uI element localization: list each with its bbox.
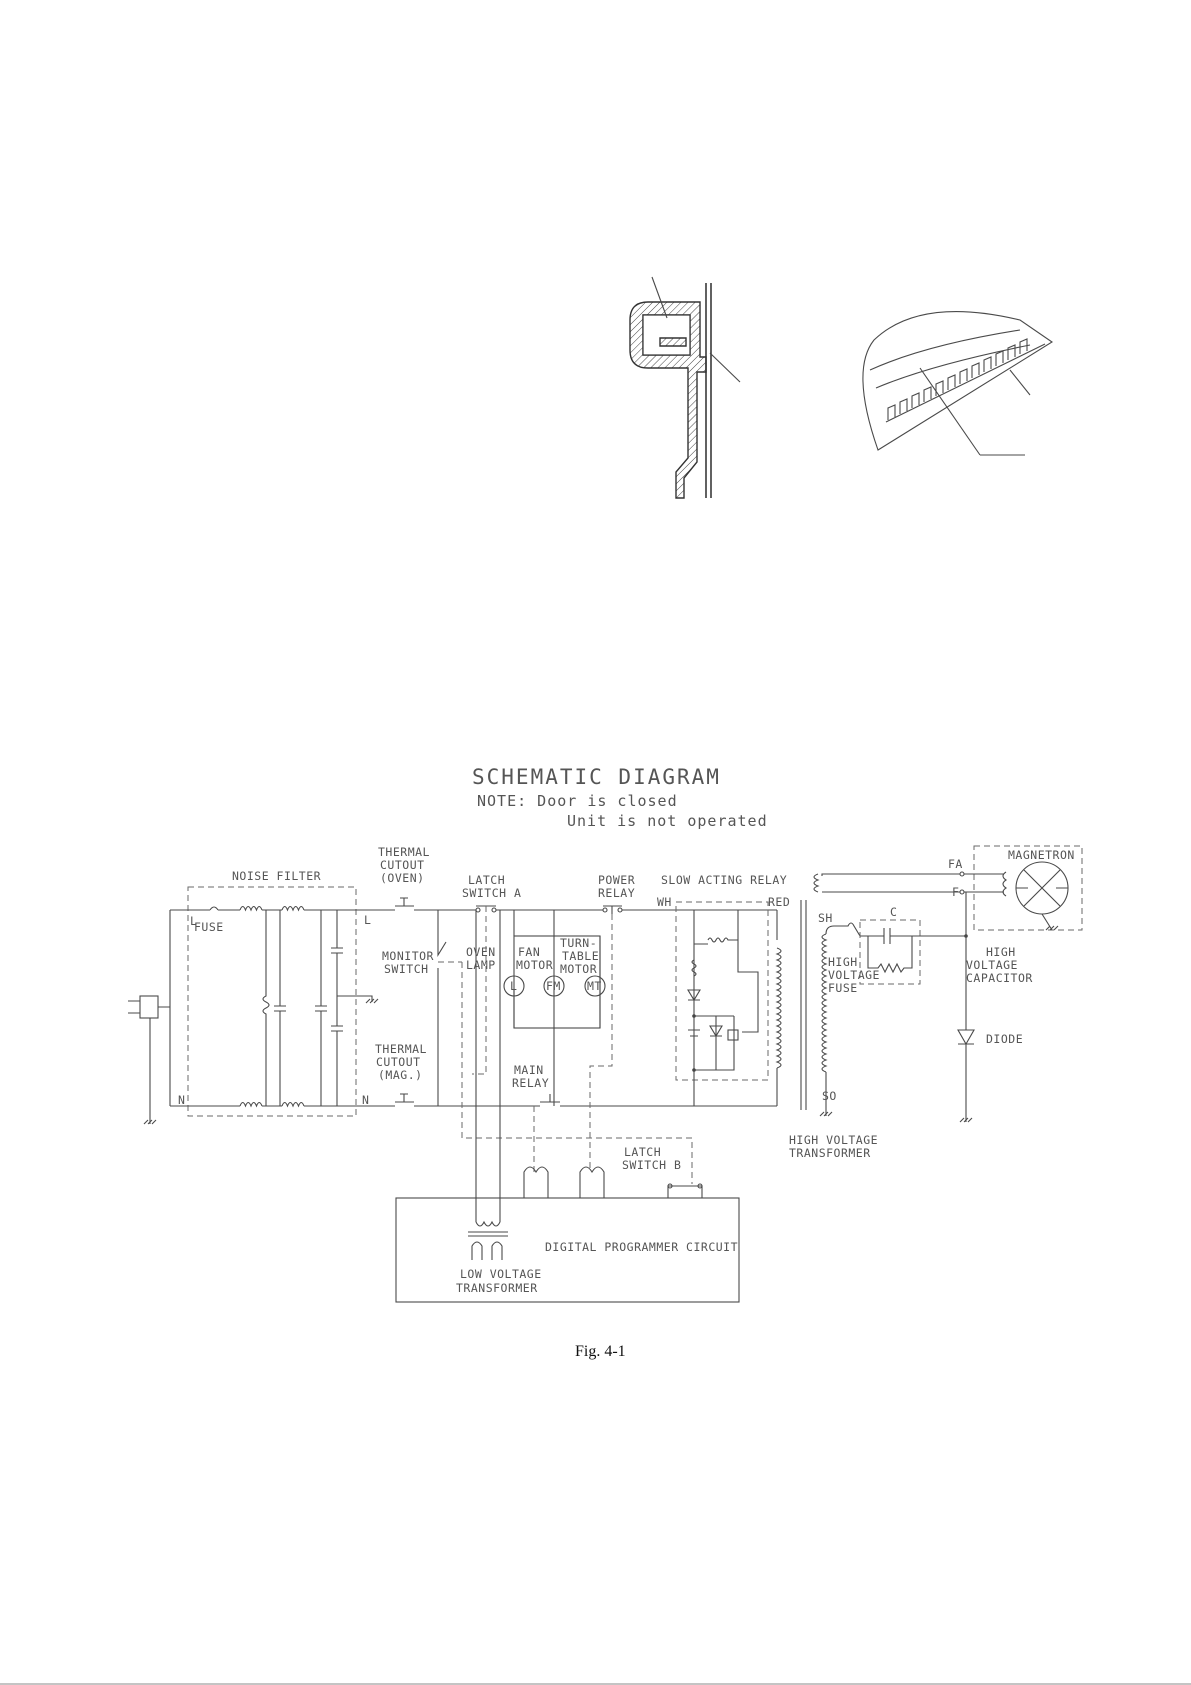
svg-text:RED: RED xyxy=(768,895,790,909)
svg-text:(MAG.): (MAG.) xyxy=(378,1068,423,1082)
l-left-label: L xyxy=(190,914,197,928)
svg-text:HIGH: HIGH xyxy=(828,955,858,969)
svg-text:TRANSFORMER: TRANSFORMER xyxy=(456,1281,538,1295)
svg-text:TABLE: TABLE xyxy=(562,949,599,963)
svg-text:VOLTAGE: VOLTAGE xyxy=(966,958,1018,972)
n-right-label: N xyxy=(362,1093,369,1107)
svg-text:SWITCH A: SWITCH A xyxy=(462,886,521,900)
high-voltage-fuse: HIGH VOLTAGE FUSE xyxy=(828,922,880,995)
svg-text:LAMP: LAMP xyxy=(466,958,496,972)
latch-switch-a: LATCH SWITCH A xyxy=(462,873,521,1075)
high-voltage-transformer: SH SO HIGH VOLTAGE TRANSFORMER xyxy=(789,873,960,1160)
svg-text:HIGH VOLTAGE: HIGH VOLTAGE xyxy=(789,1133,878,1147)
svg-text:(OVEN): (OVEN) xyxy=(380,871,425,885)
svg-text:L: L xyxy=(510,979,517,993)
svg-text:VOLTAGE: VOLTAGE xyxy=(828,968,880,982)
load-branch: OVEN LAMP FAN MOTOR TURN- TABLE MOTOR L … xyxy=(466,910,606,1106)
svg-text:MONITOR: MONITOR xyxy=(382,949,434,963)
svg-text:LATCH: LATCH xyxy=(468,873,505,887)
svg-text:RELAY: RELAY xyxy=(512,1076,549,1090)
svg-text:TRANSFORMER: TRANSFORMER xyxy=(789,1146,871,1160)
note-line-1: NOTE: Door is closed xyxy=(477,792,678,810)
high-voltage-capacitor: C HIGH VOLTAGE CAPACITOR xyxy=(859,905,1033,985)
monitor-switch: MONITOR SWITCH xyxy=(382,910,462,1106)
svg-text:FA: FA xyxy=(948,857,963,871)
svg-text:LATCH: LATCH xyxy=(624,1145,661,1159)
svg-text:FM: FM xyxy=(546,979,561,993)
magnetron: MAGNETRON FA F xyxy=(948,845,1083,931)
noise-filter: NOISE FILTER FUSE L N L N xyxy=(169,869,379,1117)
svg-text:HIGH: HIGH xyxy=(986,945,1016,959)
svg-text:TURN-: TURN- xyxy=(560,936,597,950)
svg-text:SO: SO xyxy=(822,1089,837,1103)
power-relay: POWER RELAY xyxy=(589,873,635,1172)
svg-text:F: F xyxy=(952,885,959,899)
choke-teeth xyxy=(885,338,1046,423)
svg-text:C: C xyxy=(890,905,897,919)
svg-text:LOW VOLTAGE: LOW VOLTAGE xyxy=(460,1267,542,1281)
svg-text:THERMAL: THERMAL xyxy=(375,1042,427,1056)
svg-text:MAIN: MAIN xyxy=(514,1063,544,1077)
svg-text:SH: SH xyxy=(818,911,833,925)
svg-text:THERMAL: THERMAL xyxy=(378,845,430,859)
turntable-motor-icon xyxy=(584,975,606,997)
svg-text:RELAY: RELAY xyxy=(598,886,635,900)
diode: DIODE xyxy=(957,892,1023,1123)
svg-text:POWER: POWER xyxy=(598,873,635,887)
svg-text:WH: WH xyxy=(657,895,672,909)
svg-text:SLOW ACTING RELAY: SLOW ACTING RELAY xyxy=(661,873,787,887)
svg-text:CUTOUT: CUTOUT xyxy=(380,858,425,872)
svg-text:CUTOUT: CUTOUT xyxy=(376,1055,421,1069)
power-plug-icon xyxy=(128,995,170,1125)
svg-text:FAN: FAN xyxy=(518,945,540,959)
fan-motor-icon xyxy=(543,975,565,997)
door-seal-cross-section xyxy=(629,276,741,499)
svg-text:MOTOR: MOTOR xyxy=(516,958,553,972)
latch-switch-b: LATCH SWITCH B xyxy=(461,962,703,1198)
svg-text:MOTOR: MOTOR xyxy=(560,962,597,976)
svg-text:SWITCH B: SWITCH B xyxy=(622,1158,681,1172)
svg-text:FUSE: FUSE xyxy=(828,981,858,995)
n-left-label: N xyxy=(178,1093,185,1107)
svg-text:SWITCH: SWITCH xyxy=(384,962,429,976)
svg-text:OVEN: OVEN xyxy=(466,945,496,959)
fuse-label: FUSE xyxy=(194,920,224,934)
choke-detail xyxy=(862,311,1054,456)
svg-text:MT: MT xyxy=(587,979,602,993)
l-right-label: L xyxy=(364,913,371,927)
svg-text:CAPACITOR: CAPACITOR xyxy=(966,971,1033,985)
slow-acting-relay: SLOW ACTING RELAY WH RED xyxy=(657,873,790,1106)
schematic-title: SCHEMATIC DIAGRAM xyxy=(472,765,721,789)
thermal-cutout-oven: THERMAL CUTOUT (OVEN) xyxy=(378,845,430,907)
thermal-cutout-mag: THERMAL CUTOUT (MAG.) xyxy=(375,1042,427,1103)
note-line-2: Unit is not operated xyxy=(567,812,768,830)
svg-text:DIODE: DIODE xyxy=(986,1032,1023,1046)
digital-programmer-circuit: DIGITAL PROGRAMMER CIRCUIT LOW VOLTAGE T… xyxy=(395,910,740,1303)
svg-text:MAGNETRON: MAGNETRON xyxy=(1008,848,1075,862)
main-relay: MAIN RELAY xyxy=(512,1063,560,1172)
oven-lamp-icon xyxy=(503,975,525,997)
svg-text:DIGITAL PROGRAMMER CIRCUIT: DIGITAL PROGRAMMER CIRCUIT xyxy=(545,1240,738,1254)
figure-caption: Fig. 4-1 xyxy=(575,1343,626,1360)
noise-filter-label: NOISE FILTER xyxy=(232,869,321,883)
